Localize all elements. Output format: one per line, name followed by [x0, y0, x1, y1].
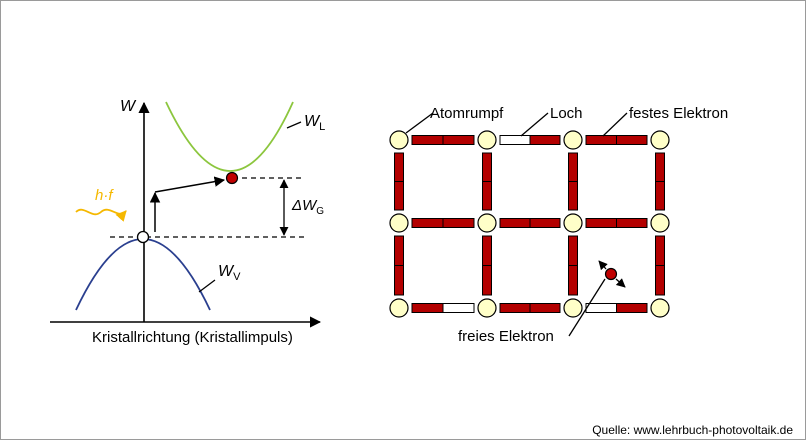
bond-v-0-0-top: [394, 152, 404, 182]
bond-h-1-1-left: [499, 218, 531, 228]
conduction-band-curve: [165, 101, 294, 172]
atom-core-1-3: [650, 213, 670, 233]
excited-electron: [225, 171, 239, 185]
bond-h-0-2-right: [616, 135, 648, 145]
atom-core-0-3: [650, 130, 670, 150]
bond-h-0-1-left: [499, 135, 531, 145]
bond-h-2-1-left: [499, 303, 531, 313]
bond-v-3-0-top: [655, 152, 665, 182]
bond-v-2-1-bottom: [568, 265, 578, 296]
loch-leader: [520, 112, 549, 137]
bond-h-1-0-right: [442, 218, 475, 228]
bond-h-2-0-right: [442, 303, 475, 313]
wv-leader: [198, 279, 216, 293]
atom-core-0-2: [563, 130, 583, 150]
bond-h-0-0-right: [442, 135, 475, 145]
source-credit: Quelle: www.lehrbuch-photovoltaik.de: [592, 423, 793, 437]
bond-v-0-0-bottom: [394, 181, 404, 211]
wl-subscript: L: [319, 121, 325, 133]
bond-v-1-1-top: [482, 235, 492, 266]
photon-wave: [75, 208, 127, 222]
wv-symbol: W: [218, 263, 235, 280]
bond-v-1-0-top: [482, 152, 492, 182]
bond-h-2-1-right: [529, 303, 561, 313]
crystal-lattice: [389, 130, 670, 318]
bond-v-2-1-top: [568, 235, 578, 266]
festes-elektron-leader: [602, 112, 628, 137]
hole: [136, 230, 150, 244]
lattice-labels: Atomrumpf Loch festes Elektron freies El…: [405, 105, 728, 345]
atomrumpf-leader: [405, 112, 434, 134]
momentum-transfer-arrow: [154, 176, 226, 193]
atom-core-2-2: [563, 298, 583, 318]
bond-h-1-1-right: [529, 218, 561, 228]
free-electron: [604, 267, 618, 281]
bond-v-3-1-top: [655, 235, 665, 266]
wl-label: WL: [304, 113, 325, 133]
atom-core-0-0: [389, 130, 409, 150]
wl-symbol: W: [304, 113, 321, 130]
atom-core-2-1: [477, 298, 497, 318]
freies-elektron-label: freies Elektron: [458, 328, 554, 345]
bond-v-1-1-bottom: [482, 265, 492, 296]
gap-label: ΔWG: [291, 197, 324, 217]
bond-h-0-2-left: [585, 135, 617, 145]
bond-v-1-0-bottom: [482, 181, 492, 211]
wl-leader: [286, 121, 302, 129]
x-axis-label: Kristallrichtung (Kristallimpuls): [92, 329, 293, 346]
bond-v-2-0-top: [568, 152, 578, 182]
atom-core-0-1: [477, 130, 497, 150]
bond-h-1-2-right: [616, 218, 648, 228]
atom-core-1-0: [389, 213, 409, 233]
gap-subscript: G: [316, 206, 324, 217]
bond-v-2-0-bottom: [568, 181, 578, 211]
atomrumpf-label: Atomrumpf: [430, 105, 504, 122]
bond-h-0-1-right: [529, 135, 561, 145]
gap-delta: ΔW: [291, 197, 318, 214]
wv-subscript: V: [233, 271, 241, 283]
wv-label: WV: [218, 263, 241, 283]
bond-h-1-2-left: [585, 218, 617, 228]
bond-v-3-0-bottom: [655, 181, 665, 211]
band-diagram: W Kristallrichtung (Kristallimpuls) WL W…: [50, 98, 325, 346]
bond-h-2-2-left: [585, 303, 617, 313]
bond-v-3-1-bottom: [655, 265, 665, 296]
bond-v-0-1-top: [394, 235, 404, 266]
loch-label: Loch: [550, 105, 583, 122]
atom-core-1-1: [477, 213, 497, 233]
atom-core-2-3: [650, 298, 670, 318]
w-axis-label: W: [120, 98, 137, 115]
festes-elektron-label: festes Elektron: [629, 105, 728, 122]
freies-elektron-leader: [568, 278, 606, 337]
free-electron-motion-arrow-up: [598, 260, 608, 271]
bond-h-2-0-left: [411, 303, 444, 313]
atom-core-1-2: [563, 213, 583, 233]
free-electron-motion-arrow-down: [615, 278, 626, 288]
atom-core-2-0: [389, 298, 409, 318]
bond-h-1-0-left: [411, 218, 444, 228]
bond-h-0-0-left: [411, 135, 444, 145]
bond-v-0-1-bottom: [394, 265, 404, 296]
photon-label: h·f: [95, 187, 114, 204]
bond-h-2-2-right: [616, 303, 648, 313]
valence-band-curve: [75, 238, 211, 311]
